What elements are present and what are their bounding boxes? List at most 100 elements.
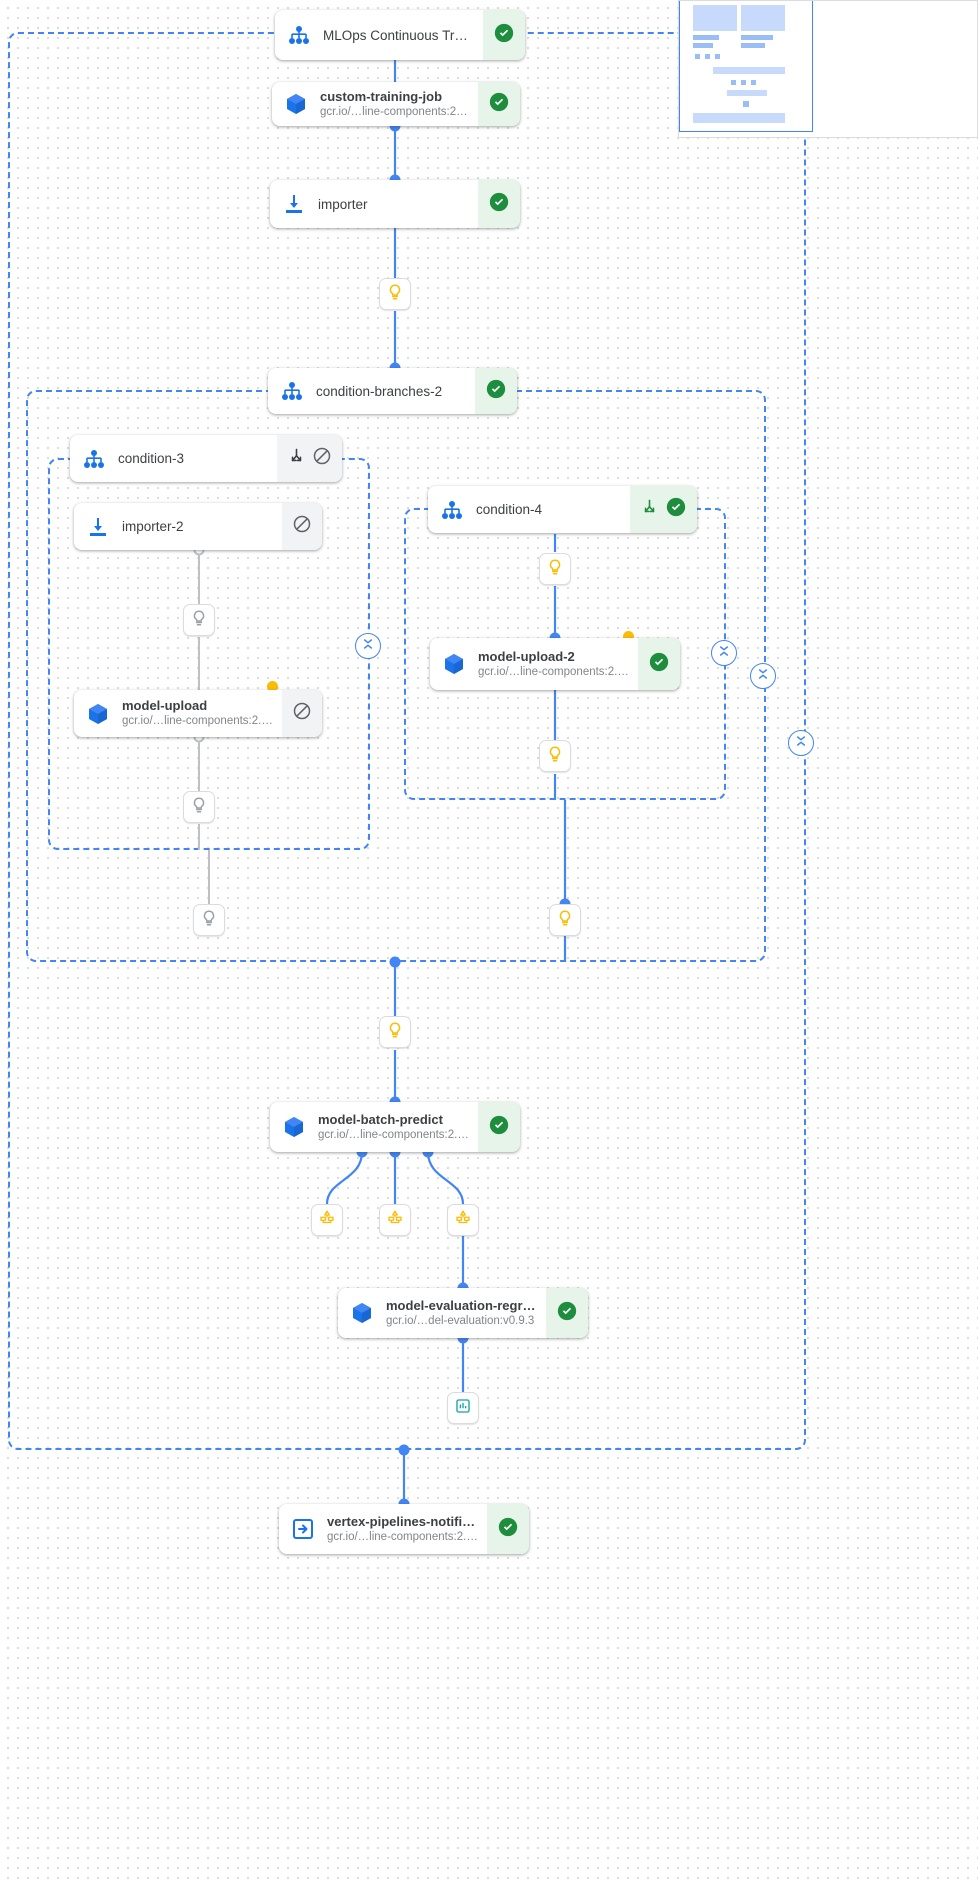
metrics-chart-icon	[454, 1397, 472, 1420]
node-condition-4[interactable]: condition-4	[428, 486, 697, 533]
node-model-batch-predict[interactable]: model-batch-predict gcr.io/…line-compone…	[270, 1102, 520, 1152]
node-custom-training-job-status[interactable]	[478, 82, 520, 126]
artifact-port-model-upload[interactable]	[267, 681, 278, 692]
node-model-evaluation-title: model-evaluation-regres…	[386, 1297, 538, 1313]
node-model-evaluation[interactable]: model-evaluation-regres… gcr.io/…del-eva…	[338, 1288, 588, 1338]
lightbulb-icon	[556, 909, 574, 932]
node-model-batch-predict-body: model-batch-predict gcr.io/…line-compone…	[318, 1102, 478, 1152]
check-circle-icon	[493, 22, 515, 49]
dag-hierarchy-icon	[70, 435, 118, 482]
import-download-icon	[270, 180, 318, 228]
node-root-dag[interactable]: MLOps Continuous Traini…	[275, 10, 525, 60]
minimap-node	[713, 67, 785, 74]
cube-component-icon	[74, 690, 122, 737]
check-circle-icon	[497, 1516, 519, 1543]
node-importer-2-title: importer-2	[122, 519, 184, 534]
minimap-node	[705, 54, 710, 59]
minimap-node	[693, 5, 737, 31]
collapse-button-condition-branches-2[interactable]	[750, 663, 776, 689]
node-condition-branches-2-body: condition-branches-2	[316, 368, 475, 414]
block-circle-icon	[292, 701, 312, 726]
node-model-evaluation-status[interactable]	[546, 1288, 588, 1338]
check-circle-icon	[665, 496, 687, 523]
node-condition-3[interactable]: condition-3	[70, 435, 342, 482]
mini-node-param-before-batch-predict[interactable]	[379, 1016, 411, 1048]
check-circle-icon	[488, 1114, 510, 1141]
node-root-dag-body: MLOps Continuous Traini…	[323, 10, 483, 60]
node-model-upload-2-status[interactable]	[638, 638, 680, 690]
check-circle-icon	[556, 1300, 578, 1327]
minimap-node	[741, 5, 785, 31]
minimap-viewport-frame[interactable]	[679, 1, 813, 132]
mini-node-param-after-model-upload-2[interactable]	[539, 740, 571, 772]
lightbulb-icon	[200, 909, 218, 932]
check-circle-icon	[485, 378, 507, 405]
minimap-node	[695, 54, 700, 59]
mini-node-param-condition-3-output[interactable]	[193, 904, 225, 936]
node-importer-2[interactable]: importer-2	[74, 503, 322, 550]
mini-node-artifact-batch-predict-3[interactable]	[447, 1204, 479, 1236]
exit-arrow-box-icon	[279, 1504, 327, 1554]
node-importer[interactable]: importer	[270, 180, 520, 228]
collapse-button-root-dag[interactable]	[788, 730, 814, 756]
dag-hierarchy-icon	[268, 368, 316, 414]
node-model-upload-2[interactable]: model-upload-2 gcr.io/…line-components:2…	[430, 638, 680, 690]
node-model-upload-2-subtitle: gcr.io/…line-components:2.6.0	[478, 665, 630, 678]
cube-component-icon	[270, 1102, 318, 1152]
collapse-vertical-icon	[716, 643, 732, 664]
node-custom-training-job-subtitle: gcr.io/…line-components:2.6.0	[320, 105, 470, 118]
minimap[interactable]	[678, 0, 978, 138]
mini-node-param-after-model-upload[interactable]	[183, 791, 215, 823]
node-model-upload-title: model-upload	[122, 698, 208, 713]
node-model-batch-predict-status[interactable]	[478, 1102, 520, 1152]
node-model-evaluation-body: model-evaluation-regres… gcr.io/…del-eva…	[386, 1288, 546, 1338]
node-condition-3-status[interactable]	[277, 435, 342, 482]
node-condition-3-title: condition-3	[118, 451, 185, 466]
node-vertex-pipelines-notification-status[interactable]	[487, 1504, 529, 1554]
node-model-evaluation-subtitle: gcr.io/…del-evaluation:v0.9.3	[386, 1314, 535, 1327]
node-condition-4-status[interactable]	[630, 486, 697, 533]
check-circle-icon	[488, 91, 510, 118]
minimap-node	[693, 43, 713, 48]
mini-node-artifact-batch-predict-1[interactable]	[311, 1204, 343, 1236]
node-model-upload-body: model-upload gcr.io/…line-components:2.6…	[122, 690, 282, 737]
artifact-port-model-upload-2[interactable]	[623, 631, 634, 642]
node-condition-branches-2-status[interactable]	[475, 368, 517, 414]
check-circle-icon	[648, 651, 670, 678]
collapse-vertical-icon	[755, 666, 771, 687]
collapse-button-condition-4[interactable]	[711, 640, 737, 666]
mini-node-param-after-importer[interactable]	[379, 278, 411, 310]
dataset-artifact-icon	[386, 1209, 404, 1232]
cube-component-icon	[430, 638, 478, 690]
node-condition-branches-2[interactable]: condition-branches-2	[268, 368, 517, 414]
dag-hierarchy-icon	[428, 486, 476, 533]
lightbulb-icon	[546, 558, 564, 581]
minimap-node	[751, 80, 756, 85]
minimap-node	[715, 54, 720, 59]
collapse-button-condition-3[interactable]	[355, 633, 381, 659]
block-circle-icon	[312, 446, 332, 471]
node-model-batch-predict-title: model-batch-predict	[318, 1111, 443, 1127]
minimap-node	[741, 43, 765, 48]
node-importer-status[interactable]	[478, 180, 520, 228]
node-importer-2-status[interactable]	[282, 503, 322, 550]
node-importer-body: importer	[318, 180, 478, 228]
mini-node-param-condition-4-output[interactable]	[549, 904, 581, 936]
check-circle-icon	[488, 191, 510, 218]
node-custom-training-job[interactable]: custom-training-job gcr.io/…line-compone…	[272, 82, 520, 126]
node-model-upload-2-title: model-upload-2	[478, 648, 575, 664]
mini-node-artifact-batch-predict-2[interactable]	[379, 1204, 411, 1236]
node-vertex-pipelines-notification-body: vertex-pipelines-notificat… gcr.io/…line…	[327, 1504, 487, 1554]
mini-node-param-before-model-upload-2[interactable]	[539, 553, 571, 585]
minimap-node	[741, 35, 773, 40]
node-model-upload[interactable]: model-upload gcr.io/…line-components:2.6…	[74, 690, 322, 737]
node-model-upload-status[interactable]	[282, 690, 322, 737]
node-condition-4-title: condition-4	[476, 502, 543, 517]
mini-node-param-after-importer-2[interactable]	[183, 604, 215, 636]
mini-node-artifact-evaluation-metrics[interactable]	[447, 1392, 479, 1424]
node-root-dag-status[interactable]	[483, 10, 525, 60]
minimap-node	[741, 80, 746, 85]
node-custom-training-job-title: custom-training-job	[320, 88, 443, 104]
node-vertex-pipelines-notification[interactable]: vertex-pipelines-notificat… gcr.io/…line…	[279, 1504, 529, 1554]
